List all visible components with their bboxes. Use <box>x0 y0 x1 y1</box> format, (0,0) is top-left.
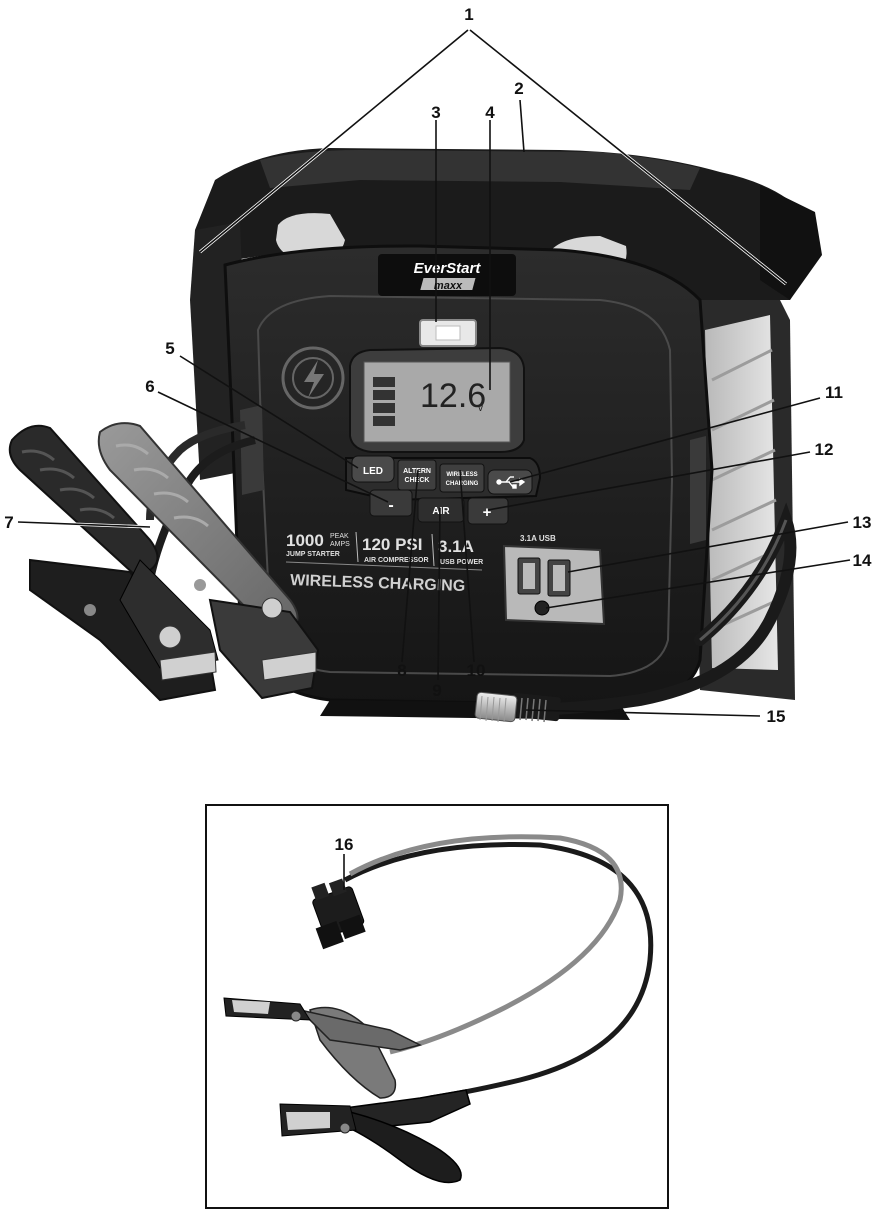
black-clamp-rivet <box>158 625 182 649</box>
callout-leaders <box>17 28 851 890</box>
jump-starter-label: JUMP STARTER <box>286 551 340 558</box>
handle-top-highlight <box>260 150 700 190</box>
air-button[interactable] <box>417 497 465 523</box>
led-button-label: LED <box>363 466 383 477</box>
callout-15: 15 <box>767 707 786 726</box>
air-compressor-label: AIR COMPRESSOR <box>364 557 429 564</box>
brand-plate <box>378 254 516 296</box>
wireless-pad-ring <box>281 346 345 410</box>
red-clamp-teeth <box>261 651 317 681</box>
ec5-connector <box>311 878 366 950</box>
usb-power-label: USB POWER <box>440 559 483 566</box>
callout-2: 2 <box>514 79 523 98</box>
wireless-charging-label-1: WIRELESS <box>446 472 477 478</box>
callout-12: 12 <box>815 440 834 459</box>
right-side-tab <box>690 436 706 544</box>
usb-port-1-tongue <box>523 563 535 589</box>
inset-black-clamp <box>279 1089 471 1184</box>
red-clamp-ribs <box>115 443 209 528</box>
air-hose <box>474 502 797 723</box>
callout-6: 6 <box>145 377 154 396</box>
black-clamp-upper-handle <box>8 424 159 577</box>
jump-amps-value: 1000 <box>286 531 324 550</box>
specs-label: 1000 PEAK AMPS JUMP STARTER 120 PSI AIR … <box>285 531 483 595</box>
callout-10: 10 <box>467 661 486 680</box>
right-corner-bumper <box>760 185 822 300</box>
lcd-voltage-readout: 12.6 <box>420 377 486 415</box>
air-button-label: AIR <box>432 506 450 517</box>
wireless-charging-text: WIRELESS CHARGING <box>290 572 466 595</box>
callout-11: 11 <box>825 383 843 402</box>
callout-16: 16 <box>335 835 354 854</box>
callout-8: 8 <box>397 661 406 680</box>
callout-5: 5 <box>165 339 174 358</box>
brand-name: EverStart <box>414 260 482 277</box>
battery-level-icon <box>373 377 395 426</box>
psi-value: 120 PSI <box>362 535 423 554</box>
callout-3: 3 <box>431 103 440 122</box>
usb-panel-label: 3.1A USB <box>520 534 556 543</box>
black-clamp <box>8 424 219 702</box>
black-clamp-pivot <box>84 604 96 616</box>
inset-cable-black <box>343 841 654 1101</box>
lcd-unit: v <box>478 403 483 414</box>
alternator-check-label-1: ALTERN <box>403 468 431 475</box>
black-clamp-teeth <box>159 651 217 681</box>
red-clamp <box>97 422 320 700</box>
red-clamp-upper-handle <box>97 422 299 634</box>
lightning-icon <box>304 360 324 398</box>
minus-button[interactable] <box>369 489 413 517</box>
black-clamp-ribs <box>21 449 115 520</box>
callout-1: 1 <box>464 5 473 24</box>
callout-numbers: 1 2 3 4 5 6 7 8 9 10 11 12 13 14 15 16 <box>4 5 872 854</box>
hose-chuck <box>474 691 518 723</box>
callout-4: 4 <box>485 103 495 122</box>
jump-amps-unit-1: PEAK <box>330 533 349 540</box>
red-clamp-rivet <box>261 597 283 619</box>
callout-13: 13 <box>853 513 872 532</box>
plus-button[interactable] <box>467 497 509 525</box>
brand-subname: maxx <box>434 280 463 292</box>
plus-button-label: + <box>483 504 492 521</box>
left-side-tab <box>240 405 264 495</box>
led-lens <box>435 325 461 341</box>
minus-button-label: - <box>388 497 393 514</box>
inset-cable-red <box>348 834 624 1055</box>
inset-red-clamp <box>223 997 423 1099</box>
lcd-display <box>363 361 511 443</box>
callout-14: 14 <box>853 551 872 570</box>
red-clamp-pivot <box>194 579 206 591</box>
callout-9: 9 <box>432 681 441 700</box>
jump-amps-unit-2: AMPS <box>330 541 350 548</box>
hose-spring-guard <box>511 692 561 722</box>
led-button[interactable] <box>351 455 395 483</box>
brand-sub-plate <box>420 278 476 290</box>
wireless-charging-label-2: CHARGING <box>446 481 479 487</box>
usb-port-2-tongue <box>553 565 565 591</box>
chuck-knurl <box>479 695 507 723</box>
detachable-clamp-cable <box>223 834 654 1184</box>
callout-7: 7 <box>4 513 13 532</box>
usb-power-value: 3.1A <box>438 537 474 556</box>
hose-highlight <box>699 519 788 642</box>
wireless-pad-inner-ring <box>292 357 334 399</box>
